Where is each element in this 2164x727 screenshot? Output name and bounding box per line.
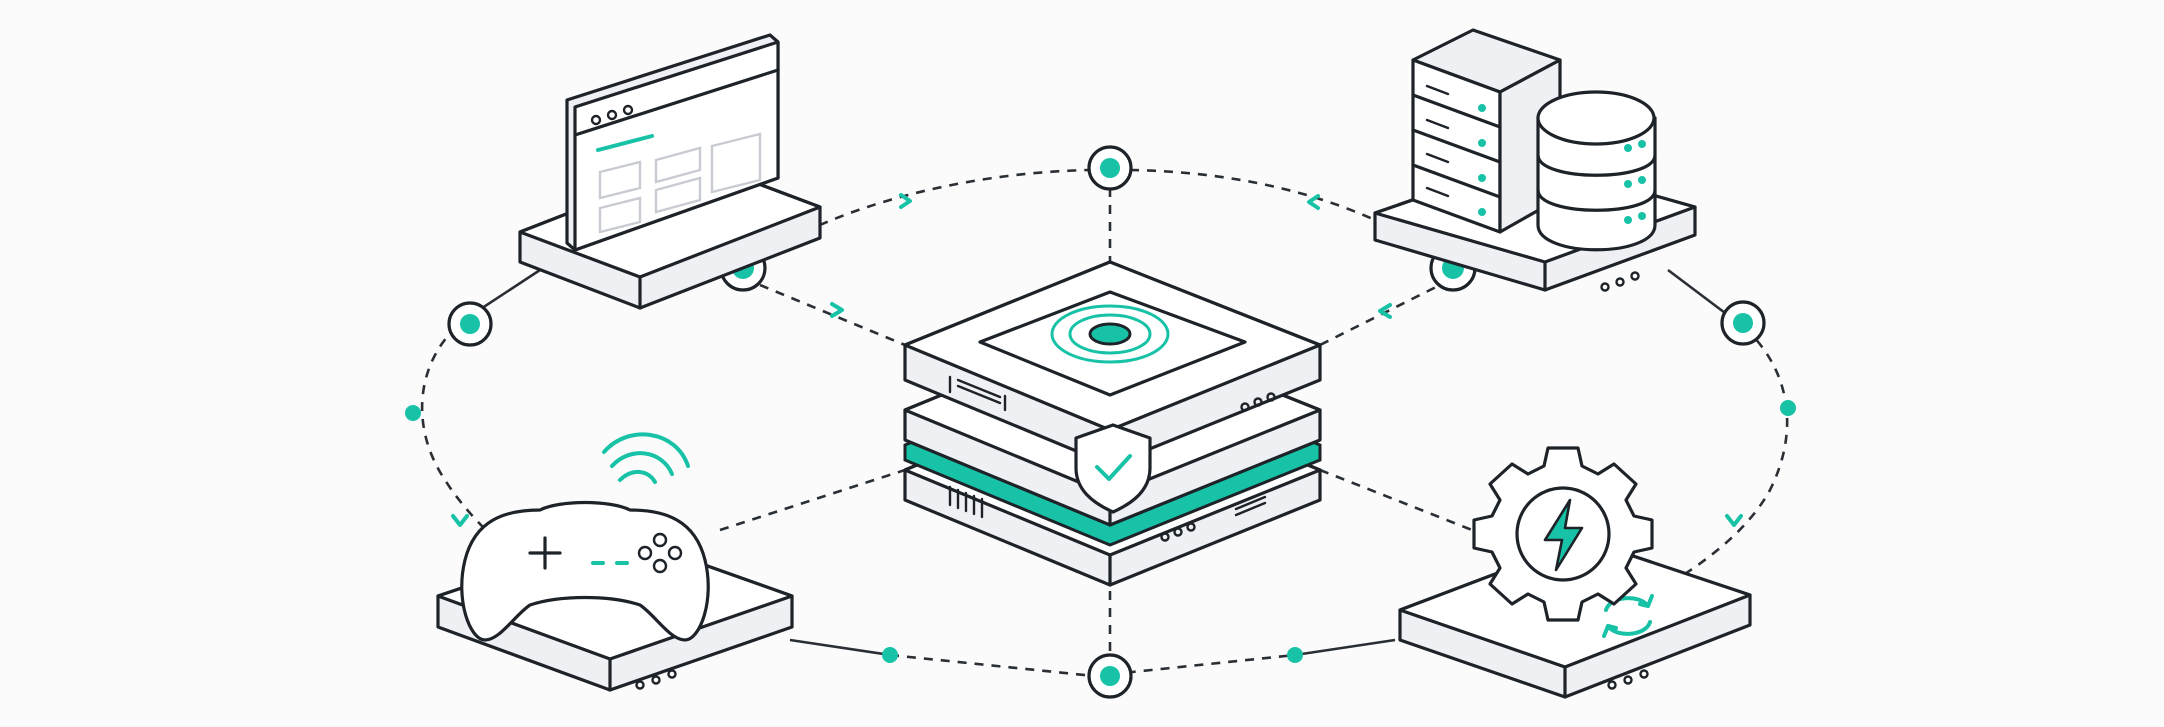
database-icon bbox=[1536, 90, 1657, 252]
path-dots bbox=[405, 400, 1796, 663]
browser-node bbox=[518, 33, 822, 310]
connector-right bbox=[1720, 300, 1766, 346]
arrow-markers bbox=[451, 193, 1743, 527]
path-dot bbox=[1287, 647, 1303, 663]
game-controller-node bbox=[436, 432, 794, 692]
wifi-signal-icon bbox=[602, 432, 690, 484]
shield-check-icon bbox=[1074, 423, 1152, 514]
connector-top bbox=[1087, 145, 1133, 191]
server-database-node bbox=[1373, 28, 1697, 292]
settings-power-node bbox=[1398, 446, 1752, 699]
lightning-bolt-icon bbox=[1543, 498, 1584, 572]
browser-window-icon bbox=[565, 33, 780, 252]
arrow-chevron-icon bbox=[451, 514, 469, 527]
outer-ring-left bbox=[420, 314, 601, 612]
path-dot bbox=[405, 405, 421, 421]
game-controller-icon bbox=[460, 500, 710, 642]
connector-bottom bbox=[1087, 653, 1133, 699]
arrow-chevron-icon bbox=[830, 302, 844, 318]
path-dot bbox=[1780, 400, 1796, 416]
outer-ring-right bbox=[1659, 327, 1789, 592]
hub-target-icon bbox=[1050, 304, 1170, 364]
arrow-chevron-icon bbox=[1378, 303, 1392, 319]
bottom-link-left bbox=[789, 638, 891, 657]
path-dot bbox=[882, 647, 898, 663]
central-hub-node bbox=[903, 260, 1322, 587]
arrow-chevron-icon bbox=[1307, 194, 1320, 210]
bottom-link-right bbox=[1294, 638, 1396, 657]
connector-left bbox=[447, 301, 493, 347]
arrow-chevron-icon bbox=[899, 193, 912, 209]
refresh-icon bbox=[1602, 594, 1654, 638]
spoke-controller bbox=[719, 468, 906, 532]
arrow-chevron-icon bbox=[1725, 514, 1743, 527]
gear-icon bbox=[1472, 446, 1654, 622]
